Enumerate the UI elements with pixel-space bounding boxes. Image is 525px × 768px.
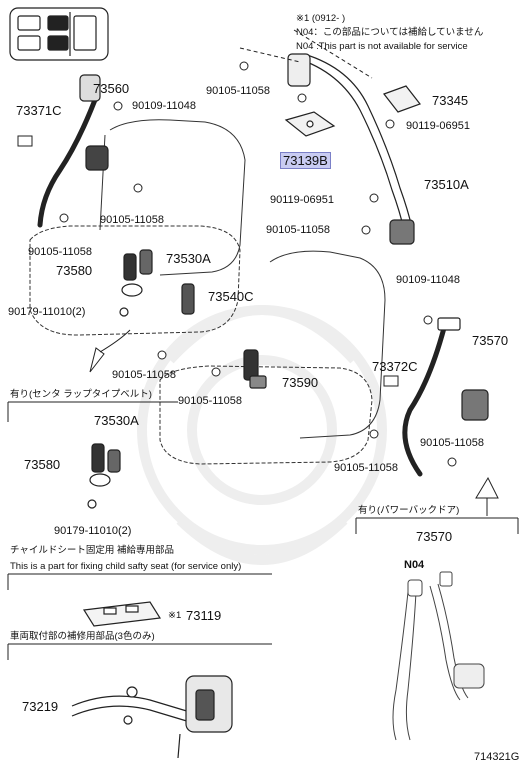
label-90179-11010-b: 90179-11010(2) — [54, 525, 132, 537]
label-73530a-a: 73530A — [166, 251, 211, 266]
bolt-top — [239, 61, 249, 71]
buckle-73530a-lower — [87, 443, 121, 509]
note-body-mount: 車両取付部の補修用部品(3色のみ) — [10, 631, 155, 642]
label-90105-11058-b: 90105-11058 — [28, 246, 93, 258]
label-73540c: 73540C — [208, 289, 254, 304]
guide-73372c — [383, 375, 399, 387]
bolt-90119-a — [385, 119, 395, 129]
arrow-backdoor — [475, 476, 499, 499]
bolt-90109-a — [113, 101, 123, 111]
label-n04: N04 — [404, 559, 425, 571]
front-seat-outline — [159, 250, 386, 465]
retractor-73560 — [79, 74, 109, 171]
label-90109-11048-a: 90109-11048 — [132, 100, 197, 112]
buckle-73540c — [181, 283, 195, 315]
center-lap-box — [7, 401, 178, 422]
anchor-plate-73119 — [82, 601, 162, 627]
note-child-seat-jp: チャイルドシート固定用 補給専用部品 — [10, 545, 175, 556]
bolt-90109-b — [423, 315, 433, 325]
label-73371c: 73371C — [16, 103, 62, 118]
vehicle-location-icon — [9, 7, 109, 61]
label-90105-11058-d: 90105-11058 — [178, 395, 243, 407]
body-mount-box — [7, 643, 272, 660]
label-73580-a: 73580 — [56, 263, 93, 278]
bolt-90105-c — [59, 213, 69, 223]
label-73119: 73119 — [186, 608, 222, 623]
bolt-90105-d — [157, 350, 167, 360]
shoulder-belt-73371c — [37, 89, 101, 228]
label-73570-b: 73570 — [416, 529, 453, 544]
label-90105-11058-c: 90105-11058 — [112, 369, 177, 381]
note-star-mark: ※1 — [168, 610, 182, 621]
bracket-73139b — [284, 111, 336, 137]
belt-73570-lower — [392, 571, 485, 741]
label-73530a-b: 73530A — [94, 413, 139, 428]
note-star-line: ※1 (0912- ) — [296, 13, 346, 24]
label-90119-06951-b: 90119-06951 — [270, 194, 335, 206]
label-73219: 73219 — [22, 699, 59, 714]
label-73510a: 73510A — [424, 177, 469, 192]
belt-73570-upper — [402, 325, 447, 477]
label-73580-b: 73580 — [24, 457, 61, 472]
watermark-emblem — [137, 305, 387, 565]
arrow-rear — [89, 347, 105, 373]
bolt-90105-h — [447, 457, 457, 467]
note-n04-en: N04 :This part is not available for serv… — [296, 41, 468, 52]
label-73560: 73560 — [93, 81, 130, 96]
center-belt-73510a — [287, 53, 415, 245]
belt-73570-retractor — [437, 317, 489, 421]
mount-73219 — [71, 675, 233, 759]
buckle-73590 — [243, 349, 267, 389]
bolt-90105-g — [369, 429, 379, 439]
label-90105-11058-f: 90105-11058 — [420, 437, 485, 449]
bolt-90105-e — [211, 367, 221, 377]
bolt-top-2 — [297, 93, 307, 103]
note-center-lap: 有り(センタ ラップタイプベルト) — [10, 389, 152, 400]
label-73345: 73345 — [432, 93, 469, 108]
buckle-73530a-upper — [119, 249, 153, 317]
note-power-backdoor: 有り(パワーバックドア) — [358, 505, 460, 516]
label-90105-11058-g: 90105-11058 — [334, 462, 399, 474]
bolt-90105-f — [361, 225, 371, 235]
note-child-seat-en: This is a part for fixing child safty se… — [10, 561, 242, 572]
label-90119-06951-a: 90119-06951 — [406, 120, 471, 132]
label-90179-11010-a: 90179-11010(2) — [8, 306, 86, 318]
label-73570-a: 73570 — [472, 333, 509, 348]
bolt-90105-b — [133, 183, 143, 193]
figure-id: 714321G — [474, 751, 520, 763]
cover-73345 — [383, 85, 421, 113]
leader-dashed-b — [239, 47, 301, 63]
label-73372c: 73372C — [372, 359, 418, 374]
note-n04-jp: N04：この部品については補給していません — [296, 27, 484, 38]
bolt-90119-b — [369, 193, 379, 203]
power-backdoor-box — [355, 517, 519, 534]
label-90109-11048-b: 90109-11048 — [396, 274, 461, 286]
child-seat-box — [7, 573, 272, 590]
label-73590: 73590 — [282, 375, 319, 390]
arrow-rear-line — [99, 329, 131, 353]
label-90105-11058-top: 90105-11058 — [206, 85, 271, 97]
label-90105-11058-a: 90105-11058 — [100, 214, 165, 226]
label-73139b-highlighted[interactable]: 73139B — [280, 152, 331, 169]
leader-dashed-a — [293, 29, 373, 79]
belt-guide-73371c — [17, 135, 33, 147]
label-90105-11058-e: 90105-11058 — [266, 224, 331, 236]
